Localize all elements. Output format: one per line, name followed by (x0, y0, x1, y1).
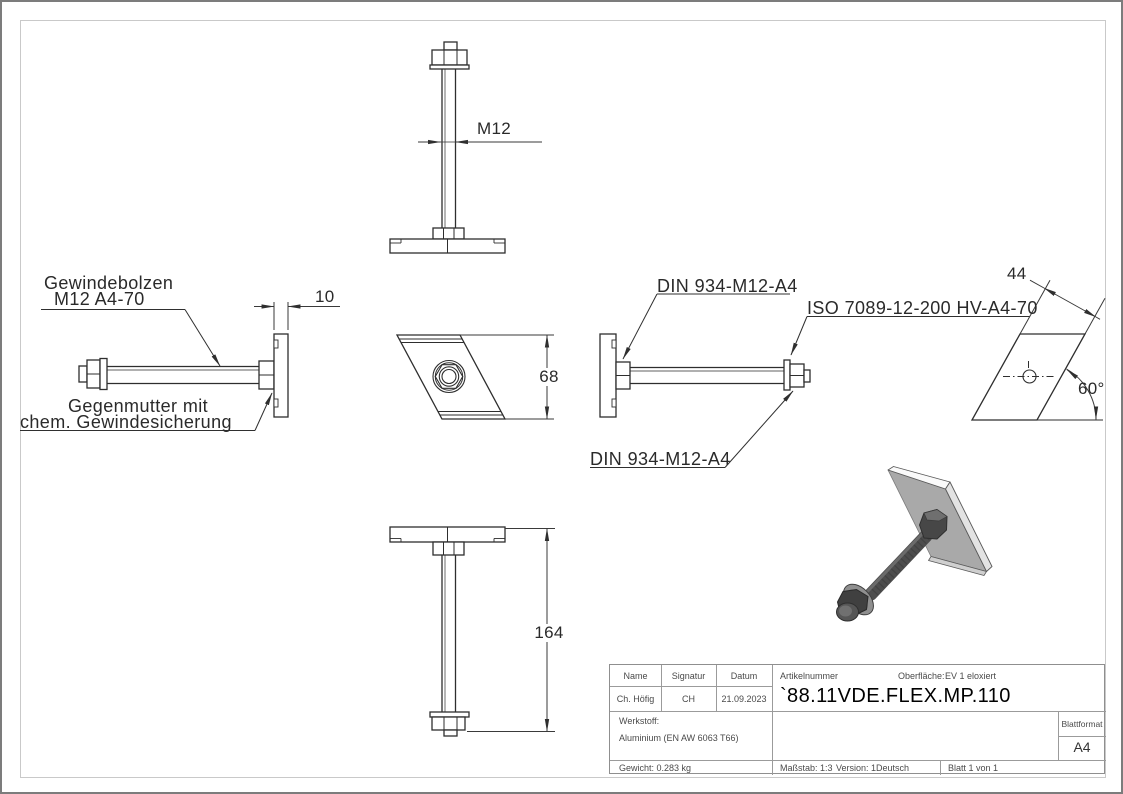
callout-gegenmutter-line2: chem. Gewindesicherung (20, 412, 232, 432)
dim-60 (1066, 368, 1099, 421)
tb-blattformat-label: Blattformat (1061, 719, 1103, 729)
dim-label-44: 44 (1007, 264, 1027, 283)
tb-blattformat-value: A4 (1073, 739, 1091, 755)
leader-iso (790, 316, 1030, 356)
tb-header-name: Name (623, 671, 648, 681)
dim-44 (1019, 279, 1106, 335)
leader-din-bottom (590, 390, 794, 468)
dim-label-68: 68 (531, 368, 567, 386)
tb-gewicht: Gewicht: 0.283 kg (619, 763, 692, 773)
tb-oberflaeche-value: EV 1 eloxiert (945, 671, 997, 681)
callout-gegenmutter-line1: Gegenmutter mit (68, 396, 209, 416)
leader-gewindebolzen (41, 309, 221, 367)
view-top-bolt (389, 41, 506, 254)
view-plate-profile (970, 333, 1103, 421)
dim-label-164: 164 (528, 624, 570, 642)
leader-din-top (622, 293, 790, 360)
tb-oberflaeche-label: Oberfläche: (898, 671, 945, 681)
dim-label-60deg: 60° (1078, 379, 1105, 398)
tb-artikelnummer-label: Artikelnummer (780, 671, 839, 681)
tb-header-datum: Datum (730, 671, 758, 681)
tb-value-name: Ch. Höfig (616, 694, 655, 704)
tb-blatt: Blatt 1 von 1 (948, 763, 999, 773)
dim-label-10: 10 (315, 287, 335, 306)
isometric-view (836, 466, 993, 622)
tb-werkstoff-label: Werkstoff: (619, 716, 660, 726)
view-right-bolt (599, 333, 811, 418)
view-plate-face (395, 334, 507, 420)
leader-gegenmutter (20, 392, 273, 431)
tb-value-datum: 21.09.2023 (721, 694, 767, 704)
callout-din-nut-bottom: DIN 934-M12-A4 (590, 449, 731, 469)
title-block: Name Signatur Datum Ch. Höfig CH 21.09.2… (609, 664, 1106, 775)
callout-gewindebolzen-line2: M12 A4-70 (54, 289, 145, 309)
tb-version: Version: 1 (836, 763, 877, 773)
callout-din-nut-top: DIN 934-M12-A4 (657, 276, 798, 296)
tb-massstab: Maßstab: 1:3 (780, 763, 833, 773)
dim-10 (254, 302, 340, 330)
tb-werkstoff-value: Aluminium (EN AW 6063 T66) (619, 733, 739, 743)
tb-sprache: Deutsch (876, 763, 910, 773)
sheet-inner-frame (20, 20, 1106, 778)
callout-iso-washer: ISO 7089-12-200 HV-A4-70 (807, 298, 1038, 318)
dim-label-m12: M12 (477, 119, 511, 138)
callout-gewindebolzen-line1: Gewindebolzen (44, 273, 174, 293)
view-left-bolt (78, 333, 289, 418)
view-bottom-bolt (389, 526, 506, 737)
tb-artikelnummer: `88.11VDE.FLEX.MP.110 (780, 685, 1011, 707)
tb-header-signatur: Signatur (671, 671, 706, 681)
tb-value-signatur: CH (682, 694, 695, 704)
